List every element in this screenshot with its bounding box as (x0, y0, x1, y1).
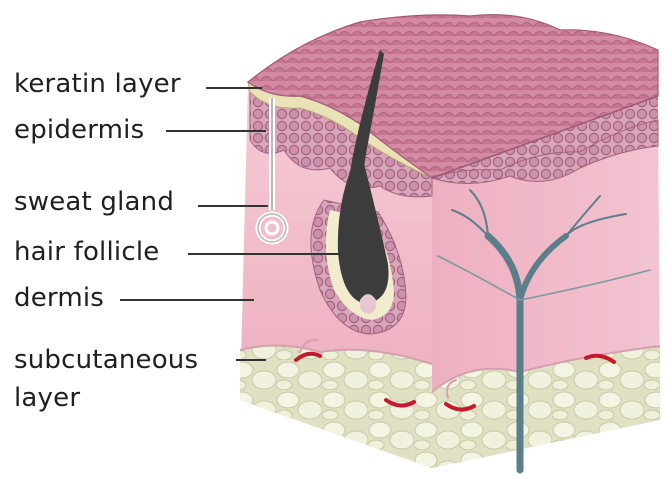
label-subcutaneous-layer: layer (14, 380, 80, 416)
label-hair-follicle: hair follicle (14, 234, 159, 270)
label-epidermis: epidermis (14, 112, 144, 148)
label-subcutaneous: subcutaneous (14, 342, 198, 378)
label-sweat-gland: sweat gland (14, 184, 174, 220)
label-dermis: dermis (14, 280, 104, 316)
label-keratin-layer: keratin layer (14, 66, 181, 102)
